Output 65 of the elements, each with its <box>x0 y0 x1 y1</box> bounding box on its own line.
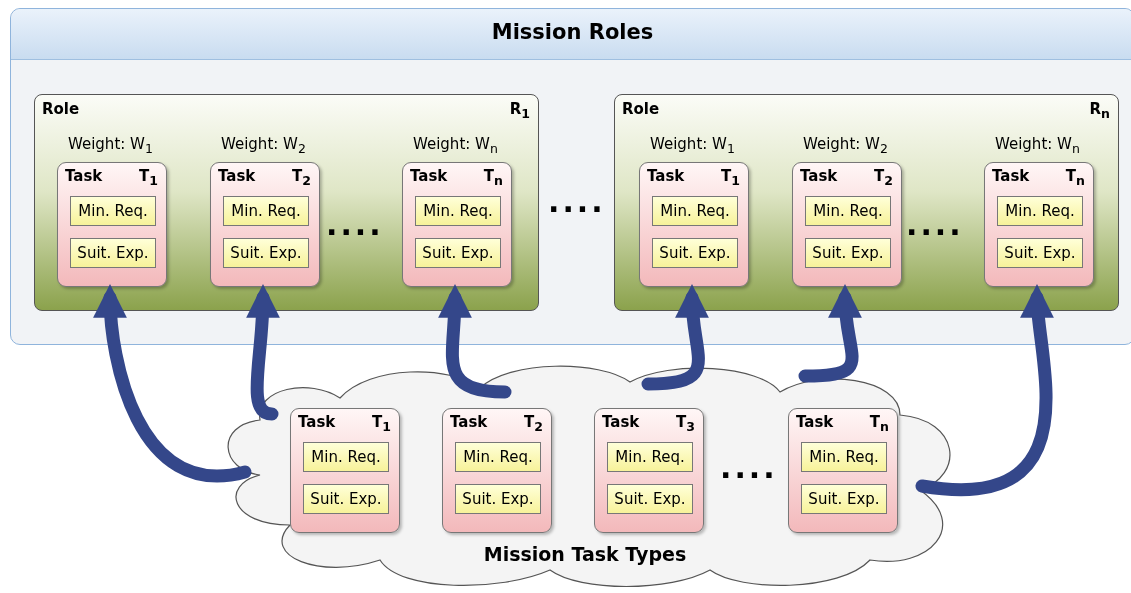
task-heading: Task <box>992 167 1030 185</box>
task-card <box>290 408 400 533</box>
ellipsis-dots: .... <box>906 215 964 235</box>
task-card <box>594 408 704 533</box>
role-box <box>614 94 1119 311</box>
attribute-box: Suit. Exp. <box>455 484 541 514</box>
weight-label: Weight: W$_{2}$ <box>803 135 888 156</box>
task-heading: Task <box>298 413 336 431</box>
attribute-box: Min. Req. <box>805 196 891 226</box>
task-heading: Task <box>647 167 685 185</box>
attribute-box: Min. Req. <box>303 442 389 472</box>
task-heading: Task <box>800 167 838 185</box>
task-heading: Task <box>218 167 256 185</box>
task-index: T$_{n}$ <box>483 167 503 188</box>
attribute-box: Suit. Exp. <box>70 238 156 268</box>
attribute-box: Suit. Exp. <box>223 238 309 268</box>
cloud-title: Mission Task Types <box>482 543 688 565</box>
attribute-box: Suit. Exp. <box>801 484 887 514</box>
task-heading: Task <box>796 413 834 431</box>
role-index: R$_{n}$ <box>1089 100 1110 121</box>
task-index: T$_{2}$ <box>292 167 311 188</box>
task-heading: Task <box>602 413 640 431</box>
attribute-box: Min. Req. <box>652 196 738 226</box>
weight-label: Weight: W$_{n}$ <box>995 135 1080 156</box>
role-heading: Role <box>622 100 660 118</box>
task-card <box>788 408 898 533</box>
attribute-box: Suit. Exp. <box>415 238 501 268</box>
task-index: T$_{1}$ <box>372 413 391 434</box>
attribute-box: Min. Req. <box>997 196 1083 226</box>
task-index: T$_{n}$ <box>1065 167 1085 188</box>
task-heading: Task <box>410 167 448 185</box>
attribute-box: Min. Req. <box>70 196 156 226</box>
role-index: R$_{1}$ <box>509 100 530 121</box>
roles-panel <box>10 8 1131 345</box>
attribute-box: Min. Req. <box>801 442 887 472</box>
task-card <box>442 408 552 533</box>
task-index: T$_{1}$ <box>721 167 740 188</box>
attribute-box: Min. Req. <box>223 196 309 226</box>
task-index: T$_{2}$ <box>524 413 543 434</box>
ellipsis-dots: .... <box>548 192 606 212</box>
role-heading: Role <box>42 100 80 118</box>
panel-title: Mission Roles <box>490 20 655 44</box>
arrow <box>93 284 252 483</box>
attribute-box: Min. Req. <box>607 442 693 472</box>
task-index: T$_{1}$ <box>139 167 158 188</box>
role-box <box>34 94 539 311</box>
weight-label: Weight: W$_{1}$ <box>68 135 153 156</box>
arrow <box>641 284 710 391</box>
weight-label: Weight: W$_{n}$ <box>413 135 498 156</box>
task-heading: Task <box>65 167 103 185</box>
weight-label: Weight: W$_{1}$ <box>650 135 735 156</box>
attribute-box: Min. Req. <box>455 442 541 472</box>
attribute-box: Suit. Exp. <box>303 484 389 514</box>
attribute-box: Suit. Exp. <box>997 238 1083 268</box>
attribute-box: Min. Req. <box>415 196 501 226</box>
task-heading: Task <box>450 413 488 431</box>
attribute-box: Suit. Exp. <box>652 238 738 268</box>
attribute-box: Suit. Exp. <box>805 238 891 268</box>
attribute-box: Suit. Exp. <box>607 484 693 514</box>
ellipsis-dots: .... <box>326 215 384 235</box>
ellipsis-dots: .... <box>720 458 778 478</box>
task-index: T$_{2}$ <box>874 167 893 188</box>
task-index: T$_{n}$ <box>869 413 889 434</box>
task-index: T$_{3}$ <box>676 413 695 434</box>
weight-label: Weight: W$_{2}$ <box>221 135 306 156</box>
